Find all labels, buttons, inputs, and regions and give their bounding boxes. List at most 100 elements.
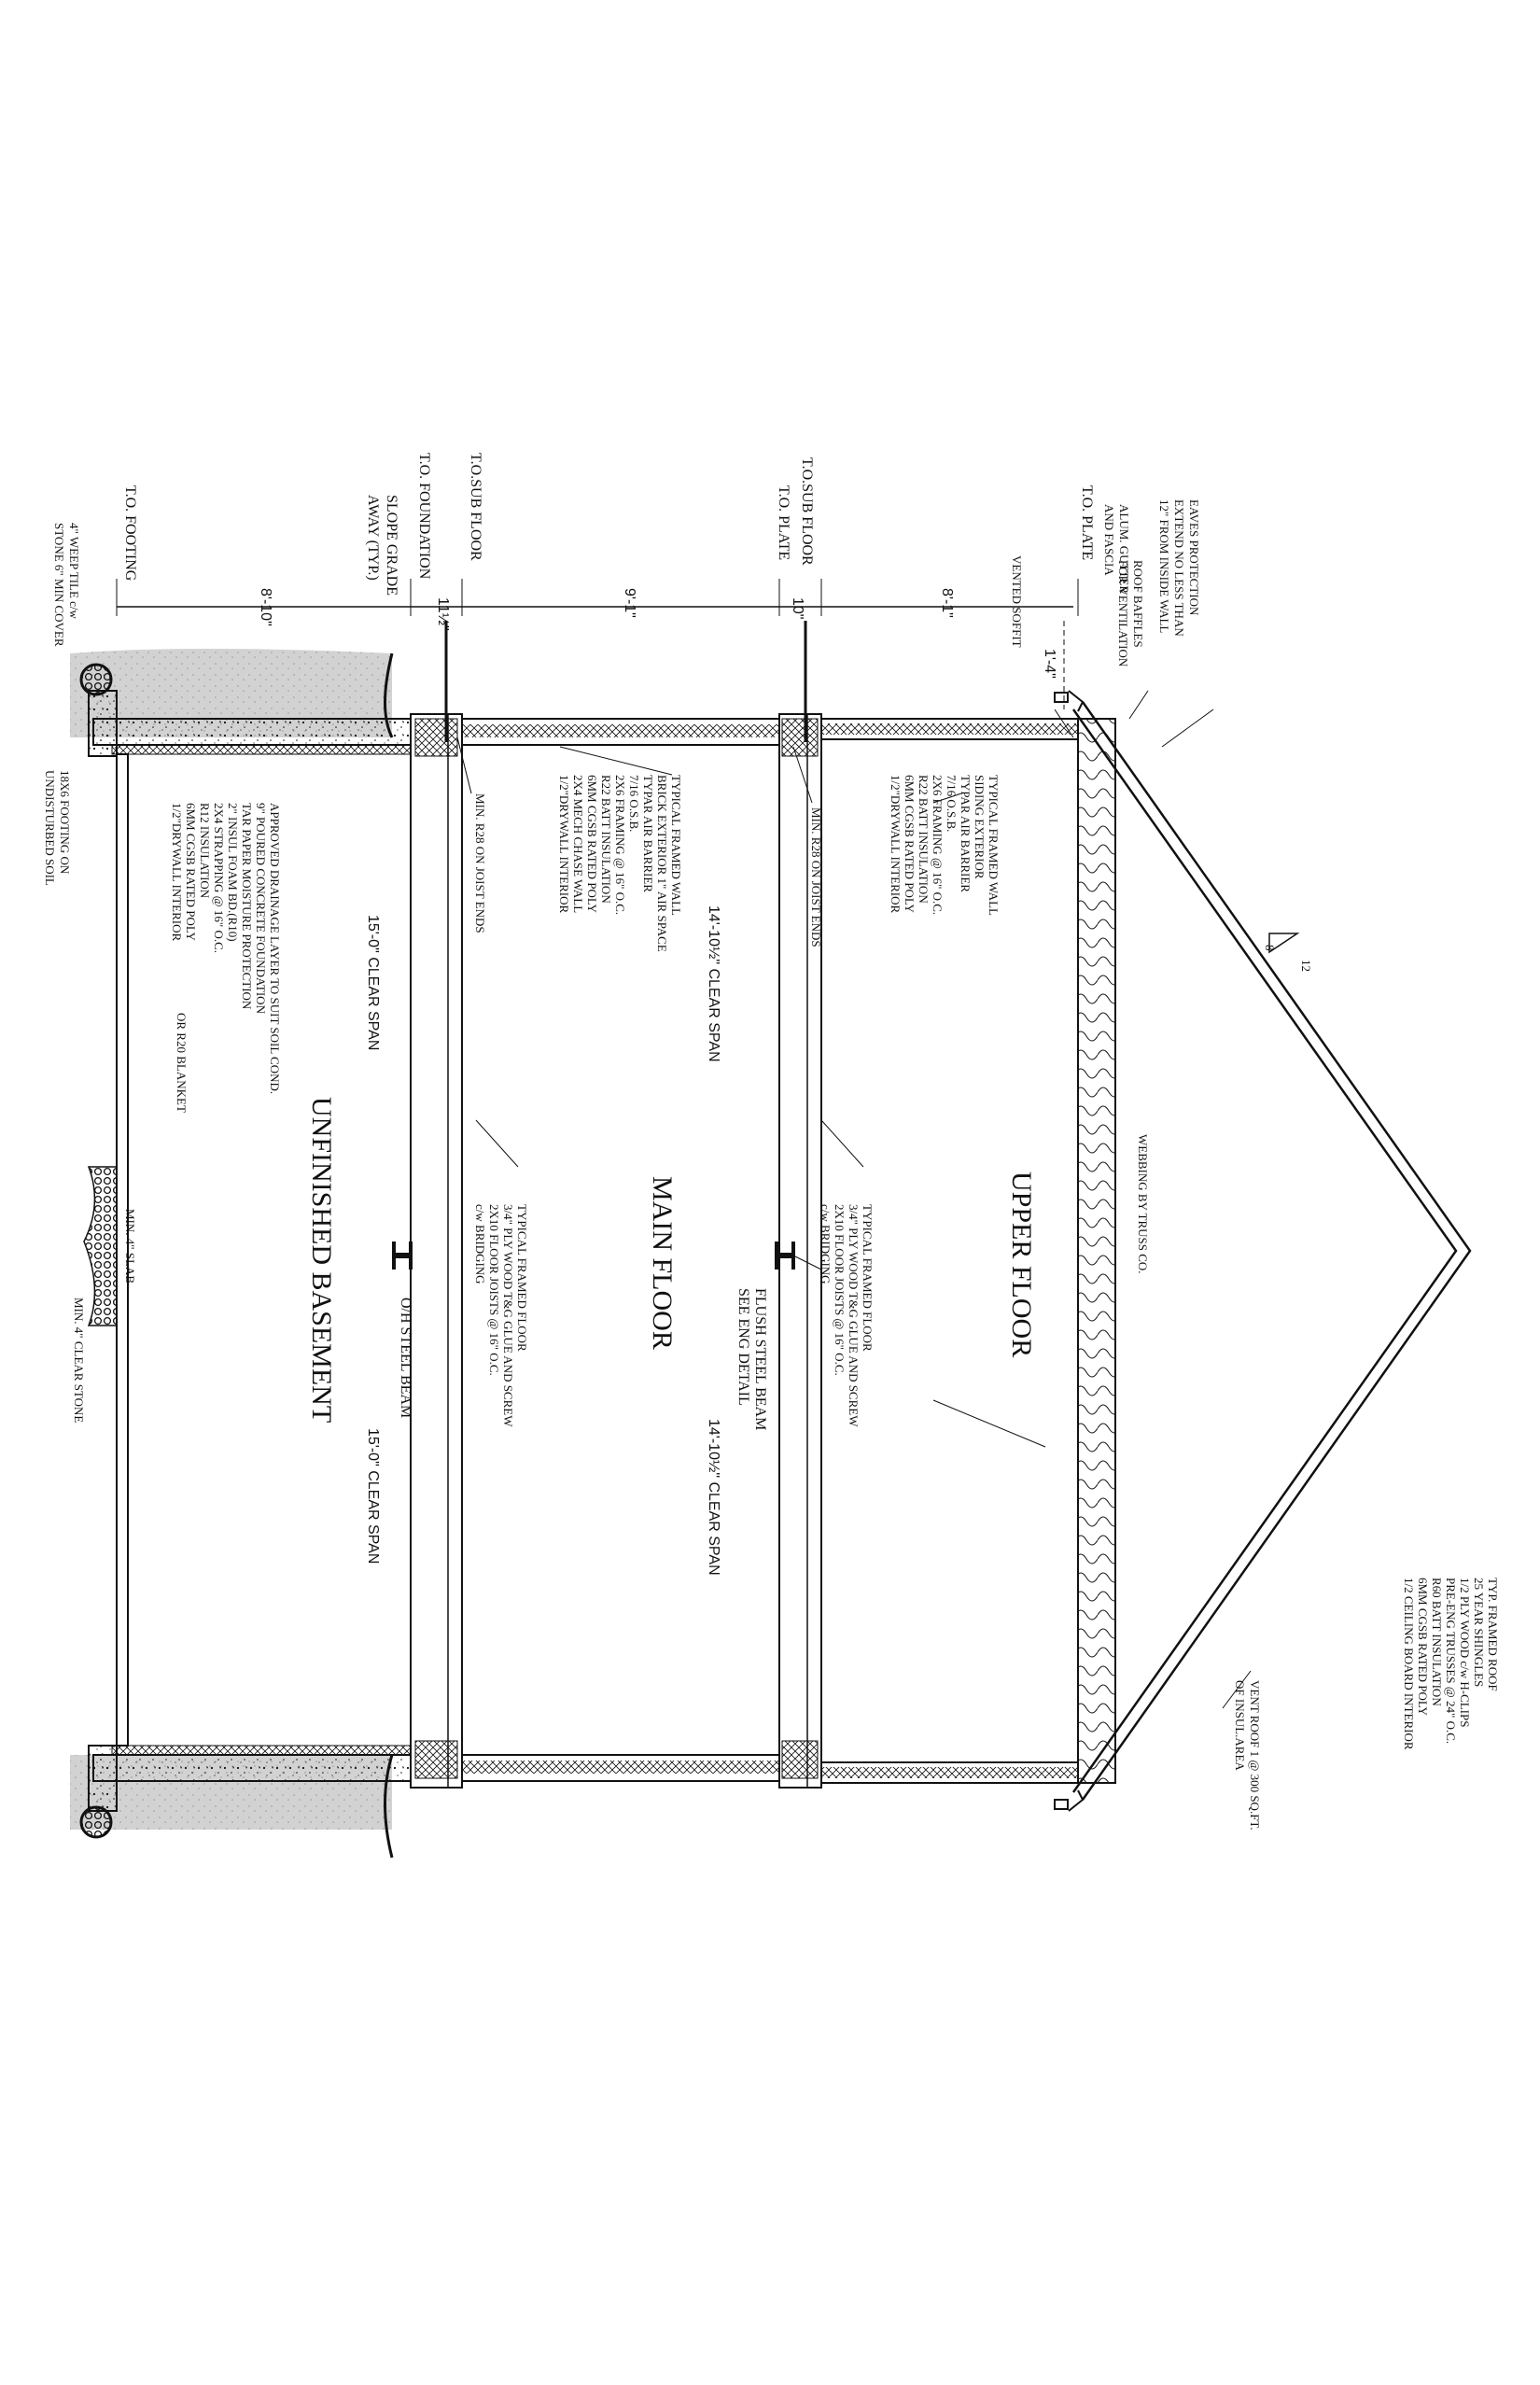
flush-steel-beam bbox=[775, 1242, 795, 1270]
upper-floor-joists bbox=[778, 713, 822, 1789]
level-to-footing: T.O. FOOTING bbox=[122, 485, 138, 582]
note-foundation-line-0: APPROVED DRAINAGE LAYER TO SUIT SOIL CON… bbox=[268, 803, 282, 1094]
note-footing-line-1: UNDISTURBED SOIL bbox=[43, 770, 57, 886]
level-to-foundation: T.O. FOUNDATION bbox=[416, 453, 432, 580]
note-gutter-line-0: ALUM. GUTTER bbox=[1117, 504, 1131, 594]
gutter-left bbox=[1054, 692, 1069, 703]
note-foundation-line-5: R12 INSULATION bbox=[198, 803, 212, 899]
note-wall-upper-line-1: SIDING EXTERIOR bbox=[973, 775, 987, 879]
note-eaves-line-2: 12" FROM INSIDE WALL bbox=[1157, 499, 1171, 633]
leader-line-0 bbox=[932, 793, 962, 804]
dim-basement-height: 8'-10" bbox=[258, 588, 273, 626]
note-wall-main-line-3: 7/16 O.S.B. bbox=[627, 775, 641, 832]
dim-upper-joist: 10" bbox=[790, 597, 805, 619]
weep-tile-left bbox=[79, 663, 113, 696]
weep-tile-right bbox=[79, 1805, 113, 1839]
note-floor-upper-line-0: TYPICAL FRAMED FLOOR bbox=[861, 1204, 875, 1352]
leader-line-7 bbox=[932, 1399, 1046, 1448]
note-wall-upper-line-3: 7/16 O.S.B. bbox=[945, 775, 959, 832]
foundation-insul-right bbox=[111, 1745, 412, 1756]
note-wall-upper-line-2: TYPAR AIR BARRIER bbox=[959, 775, 973, 892]
leader-line-9 bbox=[820, 1119, 864, 1168]
dim-main-height: 9'-1" bbox=[622, 588, 637, 618]
note-wall-upper-line-7: 1/2"DRYWALL INTERIOR bbox=[889, 775, 903, 914]
note-weep-tile-line-1: STONE 6" MIN COVER bbox=[52, 523, 66, 647]
note-foundation-line-6: 6MM CGSB RATED POLY bbox=[184, 803, 198, 941]
roof-pitch-symbol bbox=[1268, 933, 1300, 954]
dim-basement-span-left: 15'-0" CLEAR SPAN bbox=[365, 915, 381, 1050]
roof-line bbox=[1071, 708, 1458, 1793]
note-webbing: WEBBING BY TRUSS CO. bbox=[1136, 1134, 1150, 1274]
leader-line-1 bbox=[1161, 708, 1214, 748]
note-flush-beam-line-0: FLUSH STEEL BEAM bbox=[752, 1288, 768, 1430]
note-slope-grade-line-0: SLOPE GRADE bbox=[384, 495, 399, 596]
leader-line-3 bbox=[1054, 708, 1074, 738]
soil-left bbox=[70, 649, 392, 737]
dim-upper-height: 8'-1" bbox=[939, 588, 955, 618]
leader-line-8 bbox=[475, 1119, 519, 1168]
leader-line-4 bbox=[792, 746, 813, 804]
note-roof-line-6: 1/2 CEILING BOARD INTERIOR bbox=[1402, 1578, 1416, 1750]
note-slope-grade-line-1: AWAY (TYP.) bbox=[365, 495, 381, 581]
note-oh-beam: O/H STEEL BEAM bbox=[398, 1298, 413, 1418]
main-floor-joists bbox=[410, 713, 463, 1789]
note-wall-main-line-6: 6MM CGSB RATED POLY bbox=[585, 775, 599, 913]
note-wall-upper-line-0: TYPICAL FRAMED WALL bbox=[987, 775, 1001, 916]
note-wall-main-line-2: TYPAR AIR BARRIER bbox=[641, 775, 655, 892]
upper-wall-left-batt bbox=[821, 723, 1078, 735]
note-eaves-line-1: EXTEND NO LESS THAN bbox=[1172, 499, 1186, 637]
note-foundation-line-1: 9" POURED CONCRETE FOUNDATION bbox=[254, 803, 268, 1015]
room-upper-floor: UPPER FLOOR bbox=[1006, 1171, 1037, 1357]
note-roof-line-2: 1/2 PLY WOOD c/w H-CLIPS bbox=[1458, 1578, 1472, 1727]
note-wall-main-line-5: R22 BATT INSULATION bbox=[599, 775, 613, 904]
leader-line-5 bbox=[456, 737, 472, 794]
note-roof-line-3: PRE-ENG TRUSSES @ 24" O.C. bbox=[1444, 1578, 1458, 1744]
note-roof-line-5: 6MM CGSB RATED POLY bbox=[1416, 1578, 1430, 1716]
note-floor-main-line-0: TYPICAL FRAMED FLOOR bbox=[515, 1204, 529, 1352]
level-to-subfloor-main: T.O.SUB FLOOR bbox=[468, 453, 483, 561]
note-wall-upper-line-4: 2X6 FRAMING @ 16" O.C. bbox=[931, 775, 945, 915]
note-vent-roof-line-0: VENT ROOF 1 @ 300 SQ.FT. bbox=[1248, 1680, 1262, 1831]
note-wall-main-line-8: 1/2"DRYWALL INTERIOR bbox=[557, 775, 571, 914]
note-roof-line-0: TYP. FRAMED ROOF bbox=[1486, 1578, 1500, 1691]
leader-line-6 bbox=[559, 746, 673, 776]
dim-upper-span-right: 14'-10½" CLEAR SPAN bbox=[706, 1419, 721, 1576]
note-joist-r28-upper: MIN. R28 ON JOIST ENDS bbox=[809, 807, 823, 947]
note-vented-soffit: VENTED SOFFIT bbox=[1010, 555, 1024, 648]
pitch-run: 12 bbox=[1299, 960, 1313, 972]
clear-stone bbox=[83, 1166, 118, 1326]
note-floor-main-line-1: 3/4" PLY WOOD T&G GLUE AND SCREW bbox=[501, 1204, 515, 1427]
note-wall-main-line-0: TYPICAL FRAMED WALL bbox=[669, 775, 683, 916]
pitch-rise: 8 bbox=[1263, 945, 1277, 951]
dim-main-joist: 11½" bbox=[435, 597, 451, 631]
footing-right bbox=[88, 1745, 118, 1812]
foundation-wall-right bbox=[92, 1754, 412, 1782]
main-wall-right-batt bbox=[462, 1761, 779, 1774]
foundation-insul-left bbox=[111, 744, 412, 755]
footing-left bbox=[88, 690, 118, 757]
leader-line-11 bbox=[1222, 1670, 1252, 1709]
upper-rim-insul-left bbox=[781, 718, 819, 757]
note-wall-main-line-1: BRICK EXTERIOR 1" AIR SPACE bbox=[655, 775, 669, 952]
note-eaves-line-0: EAVES PROTECTION bbox=[1187, 499, 1201, 616]
level-to-plate-main: T.O. PLATE bbox=[776, 485, 791, 560]
note-wall-main-line-7: 2X4 MECH CHASE WALL bbox=[571, 775, 585, 913]
note-foundation-line-7: 1/2"DRYWALL INTERIOR bbox=[170, 803, 184, 942]
roof-sheathing bbox=[1081, 701, 1472, 1801]
note-roof-baffles-line-1: FOR VENTILATION bbox=[1116, 560, 1130, 667]
note-joist-r28-main: MIN. R28 ON JOIST ENDS bbox=[473, 793, 487, 933]
ceiling-insulation bbox=[1077, 718, 1116, 1784]
note-wall-upper-line-5: R22 BATT INSULATION bbox=[917, 775, 931, 904]
dim-basement-span-right: 15'-0" CLEAR SPAN bbox=[365, 1428, 381, 1564]
main-wall-left-batt bbox=[462, 724, 779, 737]
note-footing-line-0: 18X6 FOOTING ON bbox=[58, 770, 72, 875]
note-foundation-line-4: 2X4 STRAPPING @ 16" O.C. bbox=[212, 803, 226, 953]
foundation-wall-left bbox=[92, 718, 412, 746]
note-floor-upper-line-1: 3/4" PLY WOOD T&G GLUE AND SCREW bbox=[847, 1204, 861, 1427]
note-floor-upper-line-3: c/w BRIDGING bbox=[819, 1204, 833, 1284]
level-to-subfloor-upper: T.O.SUB FLOOR bbox=[799, 457, 815, 566]
oh-steel-beam bbox=[392, 1242, 413, 1270]
rim-joist-insul-right bbox=[414, 1740, 458, 1779]
note-roof-baffles-line-0: ROOF BAFFLES bbox=[1131, 560, 1145, 648]
